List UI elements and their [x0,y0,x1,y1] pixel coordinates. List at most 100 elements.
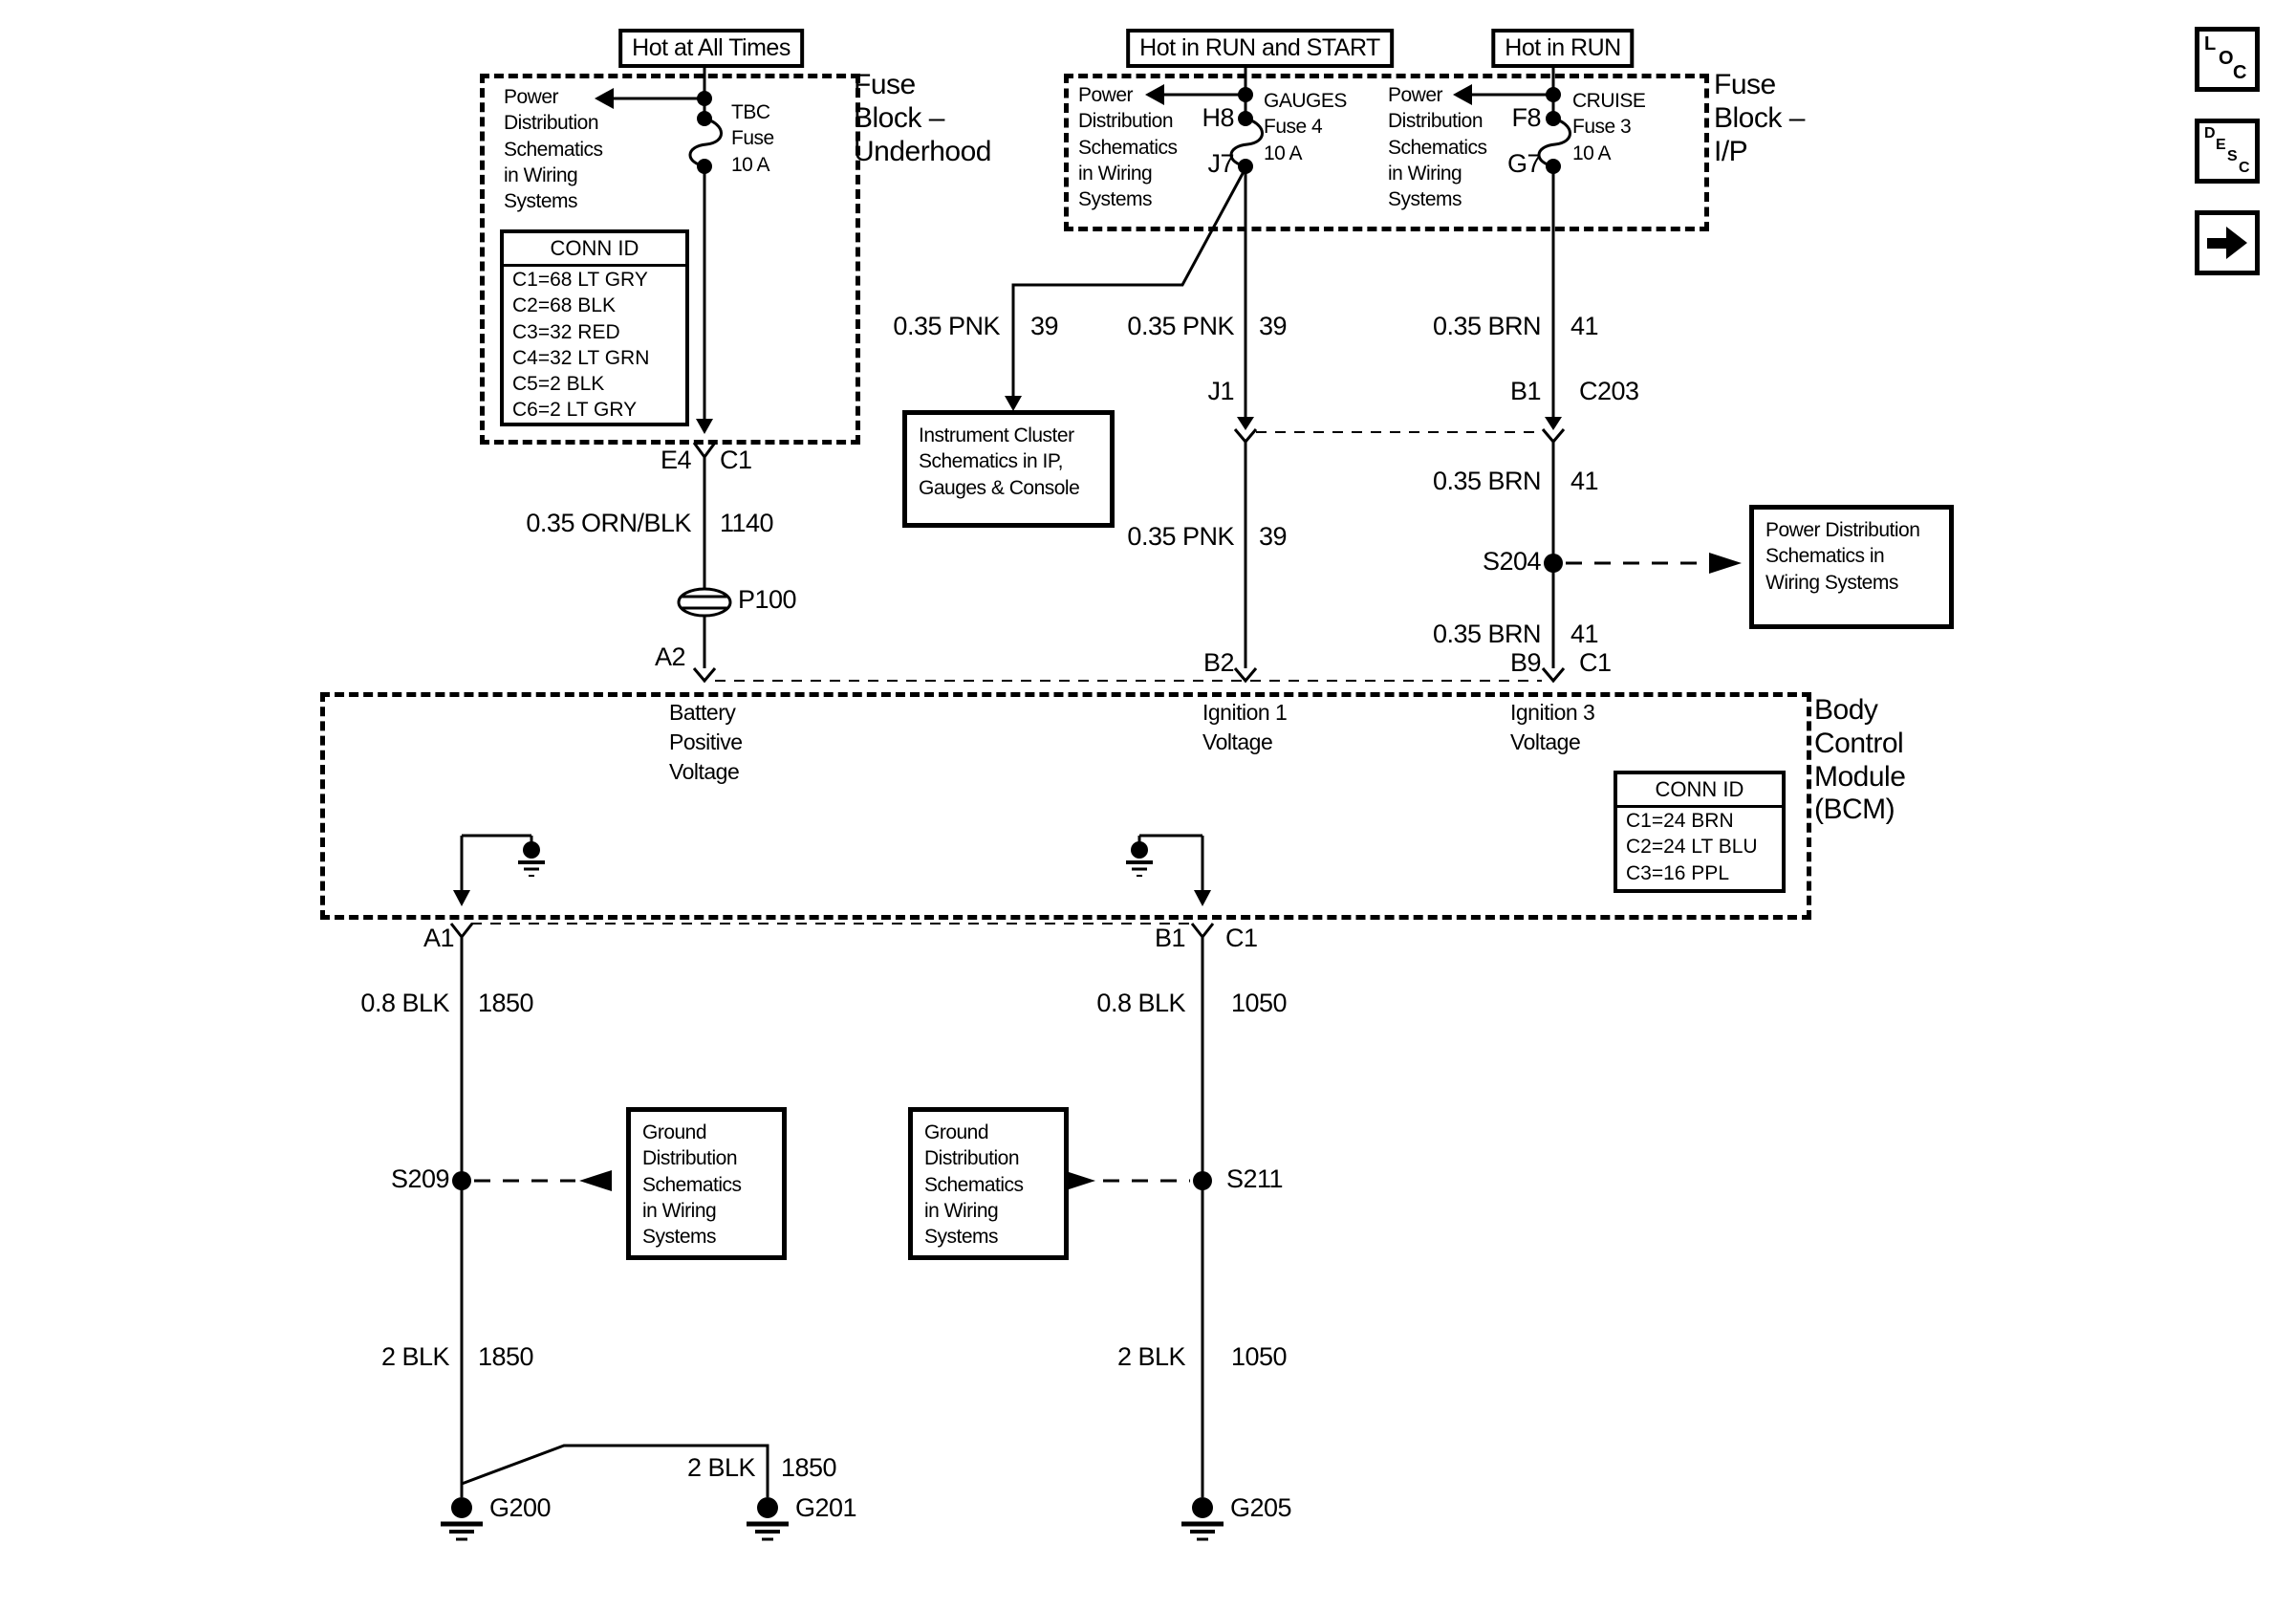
banner-hot-in-run-and-start: Hot in RUN and START [1126,29,1394,68]
pin-b1-bottom: B1 [1154,924,1186,952]
pin-f8: F8 [1511,103,1541,132]
circuit-41-1: 41 [1570,312,1599,340]
connector-b9-c1-symbol [1541,667,1566,684]
gauges-power-dist-ref: Power Distribution Schematics in Wiring … [1078,84,1178,211]
wire-label-2blk-branch: 2 BLK [686,1453,756,1482]
circuit-1140: 1140 [720,509,774,537]
wire-label-brn-3: 0.35 BRN [1432,620,1542,648]
conn-id-row: C6=2 LT GRY [512,399,638,422]
pin-b1-c203: B1 [1509,377,1542,405]
circuit-41-2: 41 [1570,467,1599,495]
pin-a1: A1 [422,924,455,952]
bcm-input-ign3: Ignition 3 Voltage [1510,700,1595,755]
ground-g201-symbol [747,1497,789,1541]
connector-e4-c1-symbol [692,419,717,460]
conn-id-row: C5=2 BLK [512,373,605,396]
gauges-fuse-label: GAUGES Fuse 4 10 A [1264,90,1347,164]
ref-power-distribution[interactable]: Power Distribution Schematics in Wiring … [1749,505,1954,629]
bcm-conn-id-table: CONN ID C1=24 BRN C2=24 LT BLU C3=16 PPL [1614,771,1786,893]
ref-arrow-underhood [595,88,712,174]
pin-c1-underhood: C1 [720,446,752,474]
circuit-39-ic: 39 [1030,312,1059,340]
circuit-1850-2: 1850 [478,1342,534,1371]
pin-j7: J7 [1207,149,1234,178]
bcm-input-ign1: Ignition 1 Voltage [1202,700,1288,755]
conn-id-row: C1=24 BRN [1626,810,1734,832]
wire-label-brn-2: 0.35 BRN [1432,467,1542,495]
pin-j1: J1 [1207,377,1234,405]
conn-id-row: C2=24 LT BLU [1626,836,1758,859]
connector-a1-symbol [449,923,474,940]
wire-a1-ground [452,937,769,1497]
ground-g201-label: G201 [795,1493,857,1522]
ref-ground-distribution-right[interactable]: Ground Distribution Schematics in Wiring… [908,1107,1069,1260]
pin-b9: B9 [1509,648,1542,677]
next-page-button[interactable] [2195,210,2260,275]
circuit-41-3: 41 [1570,620,1599,648]
wire-label-2blk-right: 2 BLK [1116,1342,1186,1371]
splice-s204-label: S204 [1482,547,1542,576]
fuse-block-ip-box [1064,74,1709,231]
pin-e4: E4 [660,446,692,474]
cruise-power-dist-ref: Power Distribution Schematics in Wiring … [1388,84,1487,211]
tbc-fuse-label: TBC Fuse 10 A [731,101,774,176]
cruise-fuse-label: CRUISE Fuse 3 10 A [1572,90,1646,164]
underhood-conn-id-table: CONN ID C1=68 LT GRY C2=68 BLK C3=32 RED… [500,229,689,426]
circuit-39-2: 39 [1259,522,1288,551]
connector-b1-c203-symbol [1541,417,1566,445]
pin-a2: A2 [654,642,686,671]
conn-id-row: C3=16 PPL [1626,861,1729,884]
wire-label-brn-1: 0.35 BRN [1432,312,1542,340]
wire-label-pnk-2: 0.35 PNK [1127,522,1234,551]
circuit-1850-1: 1850 [478,989,534,1017]
wire-label-08blk-left: 0.8 BLK [360,989,449,1017]
wire-tbc-vertical [688,63,723,668]
fuse-block-ip-label: Fuse Block – I/P [1714,69,1805,167]
pin-c1-bottom: C1 [1225,924,1258,952]
wire-label-08blk-right: 0.8 BLK [1096,989,1185,1017]
ref-ground-distribution-left[interactable]: Ground Distribution Schematics in Wiring… [626,1107,787,1260]
splice-s211-label: S211 [1226,1164,1284,1193]
bcm-internal-ground-left [453,834,545,906]
splice-s209-label: S209 [390,1164,450,1193]
wire-label-2blk-left: 2 BLK [380,1342,450,1371]
conn-id-row: C3=32 RED [512,320,620,343]
conn-id-row: C1=68 LT GRY [512,269,648,291]
conn-id-title: CONN ID [1617,774,1782,808]
ref-arrow-cruise [1453,84,1561,174]
connector-j1-symbol [1233,417,1258,445]
ground-g205-symbol [1181,1497,1224,1541]
splice-s204-symbol [1544,553,1742,574]
circuit-39: 39 [1259,312,1288,340]
connector-a2-symbol [692,667,717,684]
ref-instrument-cluster[interactable]: Instrument Cluster Schematics in IP, Gau… [902,410,1115,528]
conn-id-row: C2=68 BLK [512,294,616,317]
banner-hot-in-run: Hot in RUN [1491,29,1635,68]
conn-id-row: C4=32 LT GRN [512,346,650,369]
grommet-p100-label: P100 [738,585,797,614]
bcm-input-battery: Battery Positive Voltage [669,700,743,785]
pin-g7: G7 [1506,149,1542,178]
wire-label-pnk: 0.35 PNK [1127,312,1234,340]
conn-id-title: CONN ID [504,233,685,267]
fuse-block-underhood-label: Fuse Block – Underhood [854,69,991,167]
ground-g200-label: G200 [489,1493,552,1522]
pin-b2: B2 [1202,648,1235,677]
wire-b1-ground [1063,937,1212,1497]
pin-h8: H8 [1202,103,1234,132]
wire-label-orn-blk: 0.35 ORN/BLK [526,509,691,537]
connector-c203-label: C203 [1579,377,1639,405]
wire-label-pnk-ic: 0.35 PNK [893,312,1000,340]
connector-b1-c1-symbol [1190,923,1215,940]
pin-c1-bcm-top: C1 [1579,648,1612,677]
circuit-1850-3: 1850 [781,1453,837,1482]
grommet-p100-symbol [677,587,732,618]
connector-b2-symbol [1233,667,1258,684]
fuse-block-underhood-box [480,74,860,445]
circuit-1050-2: 1050 [1231,1342,1288,1371]
underhood-power-dist-ref: Power Distribution Schematics in Wiring … [504,86,603,213]
